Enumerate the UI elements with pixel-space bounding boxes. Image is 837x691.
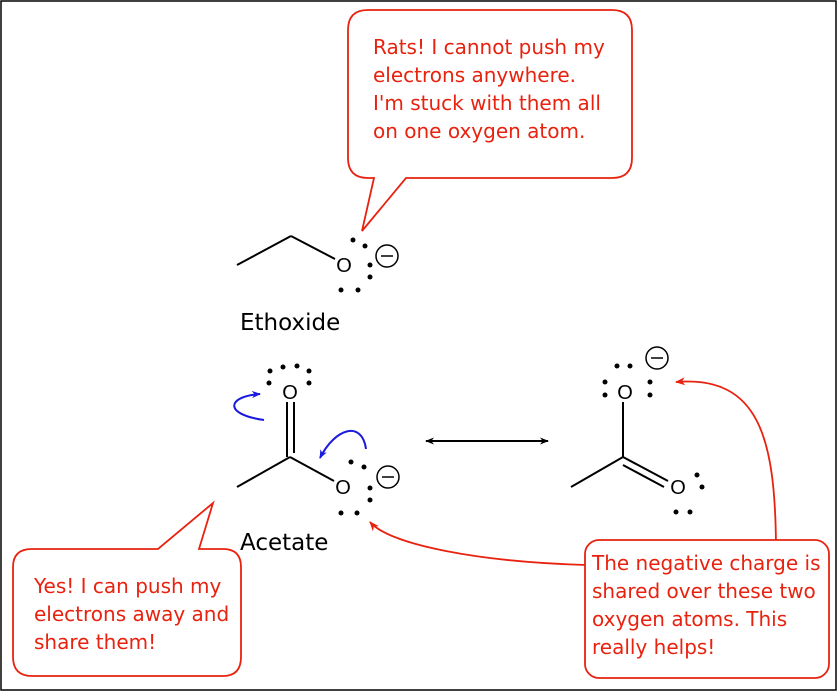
ethoxide-structure: O Ethoxide (236, 235, 399, 336)
pointer-arrow-to-resonance-oxygen (675, 377, 777, 546)
curved-arrow-icon (319, 430, 367, 459)
circled-minus-icon (375, 244, 399, 268)
resonance-double-bond-a (622, 456, 669, 482)
yes-line-2: electrons away and (34, 602, 229, 626)
ethoxide-label: Ethoxide (240, 310, 340, 336)
shared-line-3: oxygen atoms. This (592, 607, 787, 631)
resonance-lone-pairs (602, 363, 705, 515)
yes-bubble-shape (12, 500, 242, 677)
acetate-bond-ch3 (236, 456, 291, 488)
rats-line-4: on one oxygen atom. (373, 119, 585, 143)
resonance-top-oxygen: O (617, 382, 633, 404)
acetate-bond-co (289, 456, 335, 482)
resonance-double-bond-b (622, 464, 665, 488)
ethoxide-negative-charge (375, 244, 399, 268)
ethoxide-lone-pairs (338, 237, 373, 293)
acetate-structure: O O Acetate (233, 363, 400, 556)
rats-speech-bubble: Rats! I cannot push my electrons anywher… (347, 9, 633, 232)
ethoxide-bond-ch3 (236, 235, 292, 266)
yes-line-3: share them! (34, 630, 156, 654)
yes-speech-bubble: Yes! I can push my electrons away and sh… (12, 500, 242, 677)
resonance-right-oxygen: O (670, 477, 686, 499)
rats-line-1: Rats! I cannot push my (373, 35, 605, 59)
rats-bubble-shape (347, 9, 633, 232)
shared-line-1: The negative charge is (591, 551, 821, 575)
acetate-lone-pairs (266, 363, 373, 516)
circled-minus-icon (376, 465, 400, 489)
resonance-bond-ch3 (570, 456, 624, 488)
pointer-arrow-to-acetate-oxygen (369, 521, 587, 566)
acetate-negative-charge (376, 465, 400, 489)
shared-callout-box (584, 539, 830, 679)
acetate-label: Acetate (240, 530, 328, 556)
curved-arrow-icon (233, 390, 265, 421)
shared-line-2: shared over these two (592, 579, 816, 603)
acetate-top-oxygen: O (282, 382, 298, 404)
yes-line-1: Yes! I can push my (33, 574, 222, 598)
ethoxide-bond-co (290, 235, 336, 260)
shared-charge-callout: The negative charge is shared over these… (584, 539, 830, 679)
rats-line-2: electrons anywhere. (373, 63, 576, 87)
resonance-negative-charge (645, 346, 669, 370)
acetate-right-oxygen: O (335, 477, 351, 499)
acetate-resonance-structure: O O (570, 346, 705, 515)
shared-line-4: really helps! (592, 635, 715, 659)
rats-line-3: I'm stuck with them all (373, 91, 601, 115)
ethoxide-oxygen: O (336, 255, 352, 277)
circled-minus-icon (645, 346, 669, 370)
